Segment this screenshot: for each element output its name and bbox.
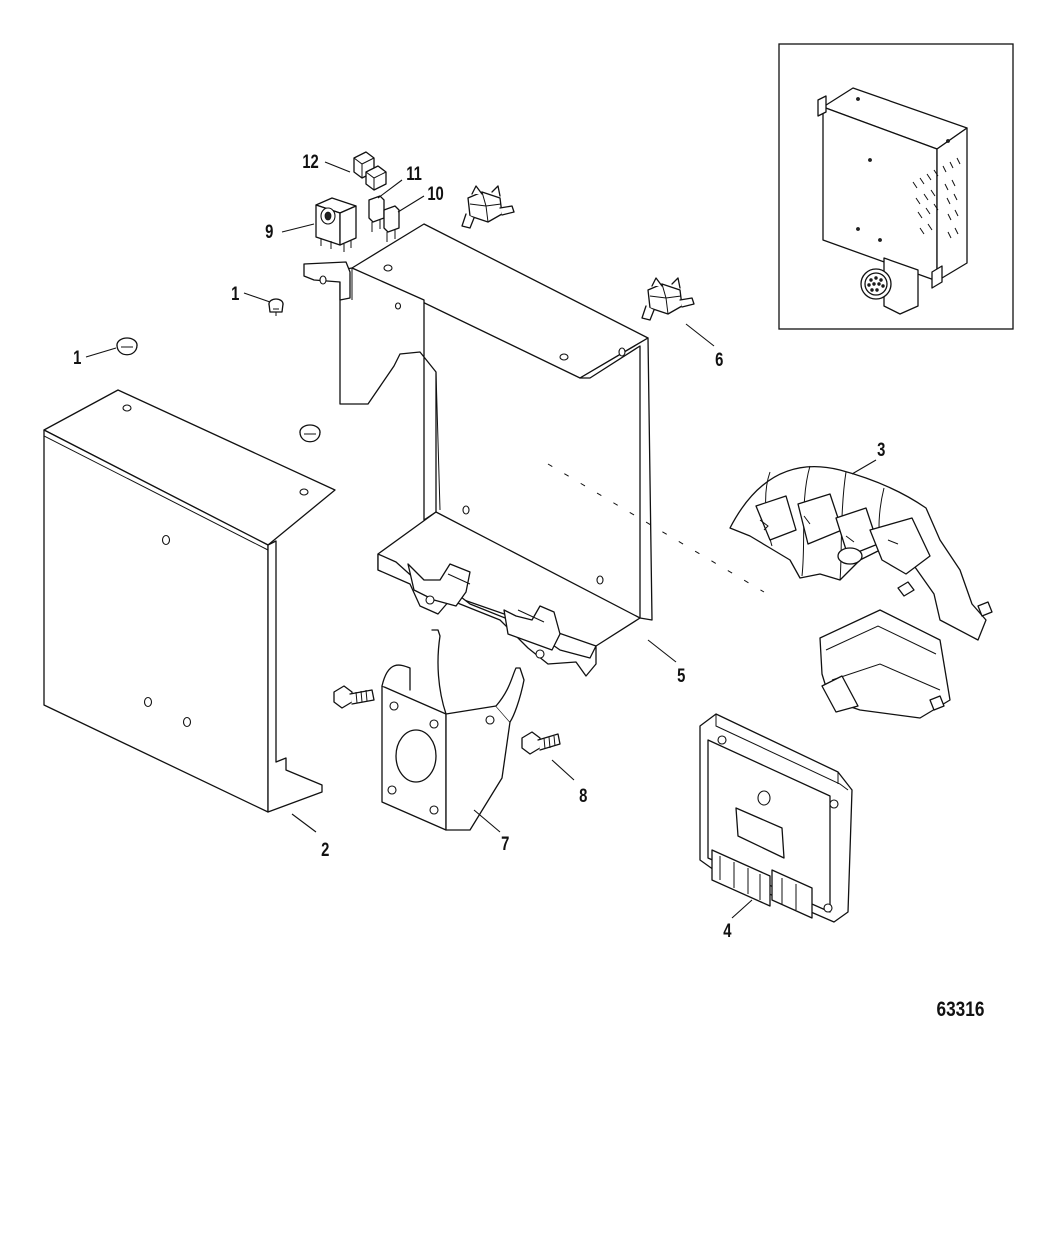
part-1-screw-upper	[268, 298, 284, 316]
part-3-harness-tray	[729, 465, 993, 719]
part-11-fuse	[368, 195, 385, 232]
callout-7: 7	[501, 833, 509, 854]
callout-2: 2	[321, 839, 329, 860]
callout-labels: 12 11 10 9 1 1 6 3 5 8 2 7 4	[73, 151, 885, 941]
part-9-relay	[315, 197, 357, 252]
part-7-connector-bracket	[381, 629, 525, 831]
part-10-fuse	[383, 205, 400, 242]
assembled-module-illustration	[817, 87, 968, 315]
callout-12: 12	[302, 151, 318, 172]
part-6-isolator-upper	[461, 185, 515, 229]
callout-6: 6	[715, 349, 723, 370]
callout-1-upper: 1	[231, 283, 239, 304]
alignment-line	[547, 463, 765, 593]
cover-screw	[299, 424, 321, 443]
part-5-bracket	[303, 223, 653, 677]
leader-lines	[85, 161, 877, 919]
callout-10: 10	[427, 183, 443, 204]
callout-9: 9	[265, 221, 273, 242]
figure-number: 63316	[936, 998, 984, 1021]
callout-1-left: 1	[73, 347, 81, 368]
part-2-cover	[43, 389, 336, 813]
part-4-ecm-module	[699, 713, 853, 923]
part-8-bolt-right	[521, 731, 561, 755]
part-12-clips	[353, 151, 387, 191]
callout-4: 4	[723, 920, 732, 941]
callout-3: 3	[877, 439, 885, 460]
callout-8: 8	[579, 785, 587, 806]
callout-5: 5	[677, 665, 685, 686]
part-8-bolt-left	[333, 685, 375, 709]
callout-11: 11	[406, 163, 422, 184]
inset-assembled-view	[778, 43, 1014, 330]
part-1-screw-left	[116, 337, 138, 356]
part-6-isolator-right	[641, 277, 695, 321]
